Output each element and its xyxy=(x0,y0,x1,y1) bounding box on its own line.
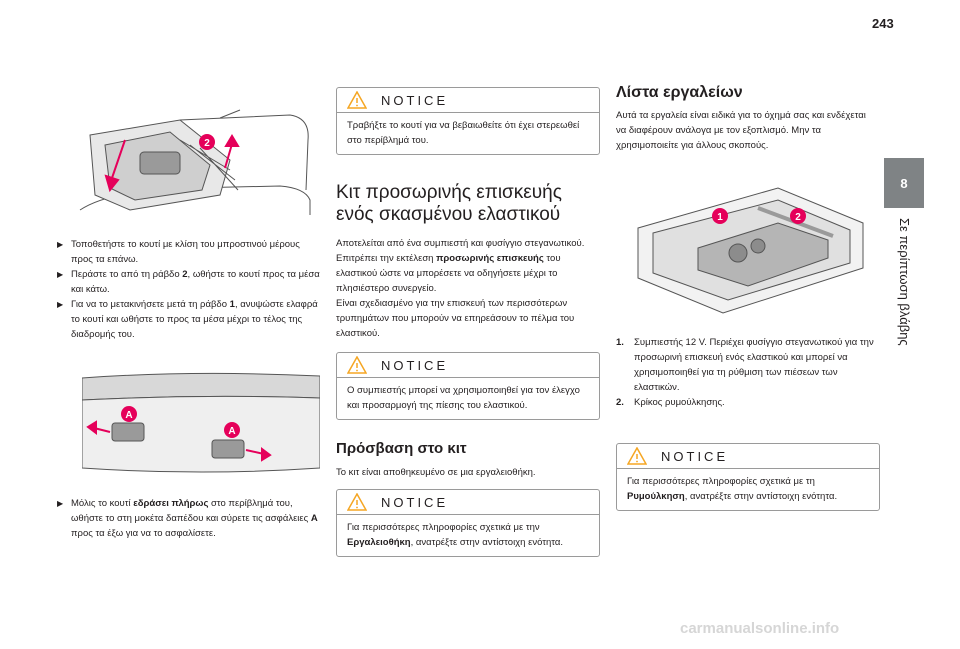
paragraph-kit-storage: Το κιτ είναι αποθηκευμένο σε μια εργαλει… xyxy=(336,467,536,478)
notice-text: Για περισσότερες πληροφορίες σχετικά με … xyxy=(347,522,564,548)
warning-triangle-icon xyxy=(347,91,367,109)
notice-title: NOTICE xyxy=(381,357,449,373)
step-item: ▶ Περάστε το από τη ράβδο 2, ωθήστε το κ… xyxy=(57,269,320,295)
svg-text:2: 2 xyxy=(795,212,801,223)
illustration-toolbox: 1 2 xyxy=(628,178,868,318)
paragraph-kit-purpose: Είναι σχεδιασμένο για την επισκευή των π… xyxy=(336,298,575,339)
svg-text:A: A xyxy=(125,410,132,421)
warning-triangle-icon xyxy=(347,356,367,374)
section-heading-repair-kit: Κιτ προσωρινής επισκευής ενός σκασμένου … xyxy=(336,182,562,225)
notice-box-compressor: NOTICE Ο συμπιεστής μπορεί να χρησιμοποι… xyxy=(336,352,600,420)
notice-text: Ο συμπιεστής μπορεί να χρησιμοποιηθεί γι… xyxy=(347,385,580,411)
callout-2-marker xyxy=(790,208,806,224)
bullet-arrow-icon: ▶ xyxy=(57,240,64,249)
tool-list: 1.Συμπιεστής 12 V. Περιέχει φυσίγγιο στε… xyxy=(616,335,878,410)
paragraph-kit-description: Αποτελείται από ένα συμπιεστή και φυσίγγ… xyxy=(336,238,585,294)
bullet-arrow-icon: ▶ xyxy=(57,300,64,309)
warning-triangle-icon xyxy=(347,493,367,511)
section-heading-kit-access: Πρόσβαση στο κιτ xyxy=(336,440,467,457)
notice-title: NOTICE xyxy=(381,92,449,108)
warning-triangle-icon xyxy=(627,447,647,465)
svg-text:2: 2 xyxy=(204,138,210,149)
locking-step: ▶ Μόλις το κουτί εδράσει πλήρως στο περί… xyxy=(57,496,320,541)
installation-steps: ▶ Τοποθετήστε το κουτί με κλίση του μπρο… xyxy=(57,237,320,342)
bullet-arrow-icon: ▶ xyxy=(57,270,64,279)
callout-a-marker-left xyxy=(121,406,137,422)
list-item: 1.Συμπιεστής 12 V. Περιέχει φυσίγγιο στε… xyxy=(616,337,874,393)
paragraph-tool-intro: Αυτά τα εργαλεία είναι ειδικά για το όχη… xyxy=(616,110,866,151)
svg-text:1: 1 xyxy=(717,212,723,223)
section-heading-tool-list: Λίστα εργαλείων xyxy=(616,84,743,101)
list-item: 2.Κρίκος ρυμούλκησης. xyxy=(616,397,725,408)
notice-text: Για περισσότερες πληροφορίες σχετικά με … xyxy=(627,476,838,502)
bullet-arrow-icon: ▶ xyxy=(57,499,64,508)
chapter-tab[interactable]: 8 xyxy=(884,158,924,208)
step-item: ▶ Μόλις το κουτί εδράσει πλήρως στο περί… xyxy=(57,498,318,539)
page-number: 243 xyxy=(872,16,894,31)
illustration-locks: A A xyxy=(81,368,321,483)
notice-title: NOTICE xyxy=(381,494,449,510)
chapter-title-vertical: Σε περίπτωση βλάβης xyxy=(897,218,912,346)
notice-text: Τραβήξτε το κουτί για να βεβαιωθείτε ότι… xyxy=(347,120,580,146)
callout-a-marker-right xyxy=(224,422,240,438)
step-item: ▶ Για να το μετακινήσετε μετά τη ράβδο 1… xyxy=(57,299,318,340)
callout-2-marker xyxy=(199,134,215,150)
callout-1-marker xyxy=(712,208,728,224)
watermark: carmanualsonline.info xyxy=(680,620,840,637)
notice-box-toolbox: NOTICE Για περισσότερες πληροφορίες σχετ… xyxy=(336,489,600,557)
notice-title: NOTICE xyxy=(661,448,729,464)
notice-box-secure: NOTICE Τραβήξτε το κουτί για να βεβαιωθε… xyxy=(336,87,600,155)
svg-text:A: A xyxy=(228,426,235,437)
step-item: ▶ Τοποθετήστε το κουτί με κλίση του μπρο… xyxy=(57,239,300,265)
illustration-box-insertion: 2 xyxy=(70,100,320,225)
notice-box-towing: NOTICE Για περισσότερες πληροφορίες σχετ… xyxy=(616,443,880,511)
